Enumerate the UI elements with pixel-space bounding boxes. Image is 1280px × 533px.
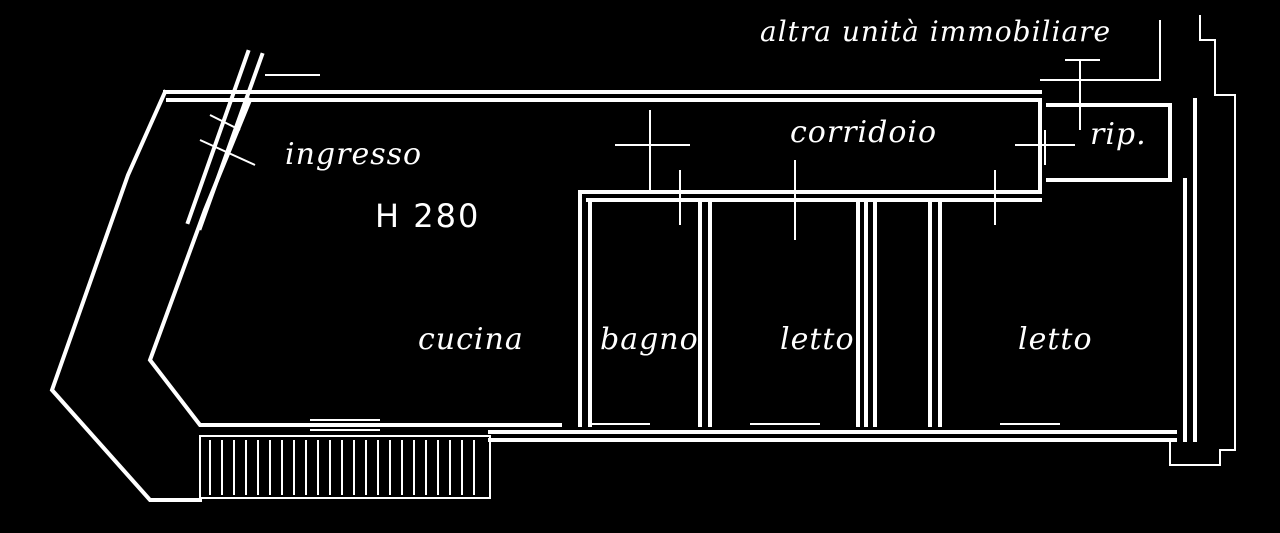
right-edge-steps	[1040, 15, 1236, 466]
room-label-ingresso: ingresso	[285, 137, 423, 172]
room-label-corridoio: corridoio	[790, 115, 938, 150]
door-ticks	[615, 59, 1100, 240]
balcony-hatch	[209, 440, 475, 495]
partition-bath-bed	[698, 198, 712, 427]
window-left-tick	[199, 114, 256, 166]
outer-wall-bottom	[488, 430, 1177, 442]
balcony	[199, 435, 491, 499]
room-label-cucina: cucina	[418, 322, 524, 357]
window-bottom-1	[310, 419, 380, 431]
ceiling-height-label: H 280	[375, 197, 481, 235]
window-left-angled	[185, 49, 265, 231]
room-label-bagno: bagno	[600, 322, 699, 357]
corridor-wall	[578, 190, 1042, 202]
neighbor-unit-note: altra unità immobiliare	[760, 15, 1112, 48]
room-label-ripostiglio: rip.	[1090, 117, 1147, 152]
outer-wall-right	[1183, 98, 1197, 442]
room-label-letto-1: letto	[780, 322, 855, 357]
room-label-letto-2: letto	[1018, 322, 1093, 357]
partition-wardrobe	[856, 198, 877, 427]
outer-wall-left	[49, 89, 202, 502]
partition-bed-bed	[928, 198, 942, 427]
outer-wall-top	[163, 90, 1042, 102]
partition-kitchen-bath	[578, 190, 592, 427]
